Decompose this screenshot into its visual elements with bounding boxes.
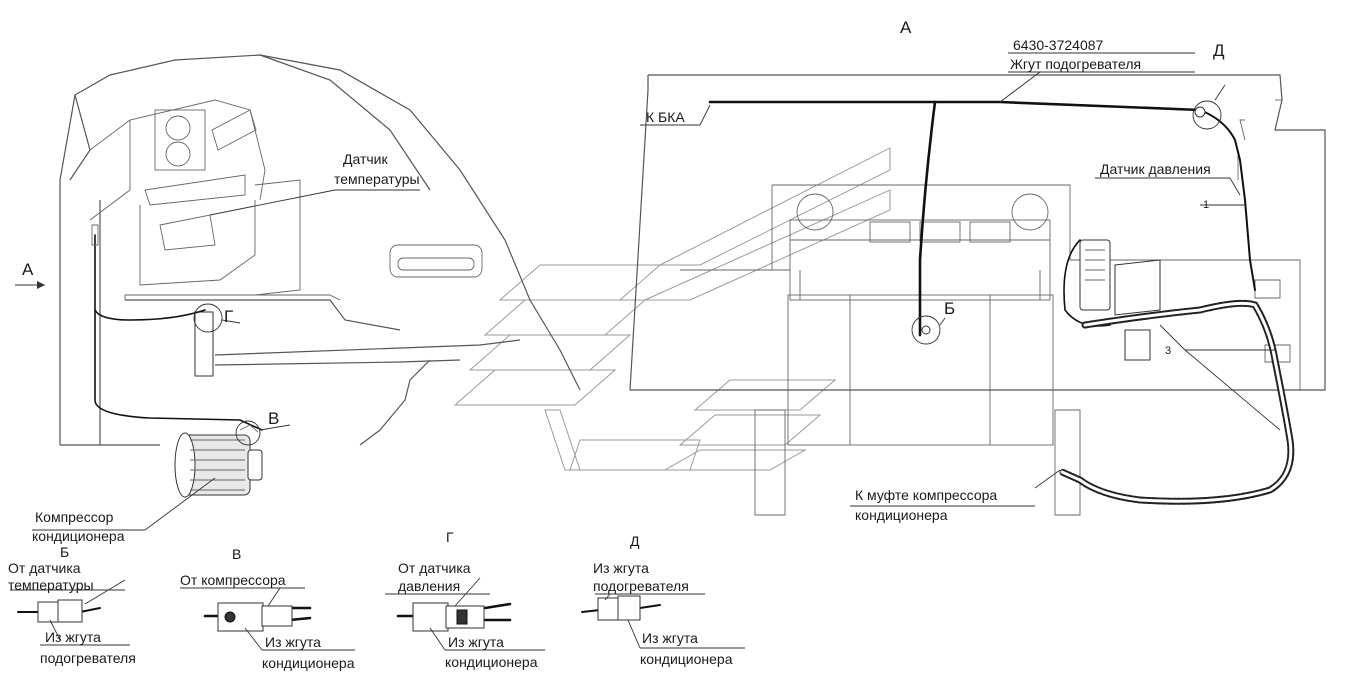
frame-top-view bbox=[629, 74, 1326, 516]
view-a-side-label: А bbox=[22, 260, 34, 279]
callout-v-circle bbox=[235, 420, 261, 446]
pressure-sensor-label: Датчик давления bbox=[1100, 161, 1211, 177]
callout-g-label: Г bbox=[224, 307, 233, 326]
detail-v-bottom-2: кондиционера bbox=[262, 655, 355, 671]
detail-g-connector bbox=[385, 577, 545, 651]
detail-g-title: Г bbox=[446, 529, 454, 545]
ac-harness-corrugated bbox=[1058, 299, 1295, 505]
temp-sensor-label-2: температуры bbox=[334, 171, 420, 187]
callout-v-label: В bbox=[268, 409, 279, 428]
detail-d-bottom-2: кондиционера bbox=[640, 651, 733, 667]
callout-v-leader bbox=[259, 424, 291, 431]
detail-g-bottom-1: Из жгута bbox=[448, 634, 504, 650]
detail-v-top-1: От компрессора bbox=[180, 572, 286, 588]
callout-g-leader bbox=[221, 319, 241, 324]
view-arrow-head bbox=[37, 281, 45, 289]
compressor-part bbox=[174, 424, 263, 498]
detail-b-connector bbox=[10, 579, 130, 646]
callout-g-circle bbox=[193, 303, 223, 333]
detail-b-bottom-2: подогревателя bbox=[40, 650, 136, 666]
detail-v-connector bbox=[180, 587, 355, 651]
detail-g-top-2: давления bbox=[398, 578, 460, 594]
callout-b-label: Б bbox=[944, 299, 955, 318]
compressor-label-1: Компрессор bbox=[35, 509, 114, 525]
detail-g-bottom-2: кондиционера bbox=[445, 654, 538, 670]
part-number-3: 3 bbox=[1165, 345, 1171, 357]
detail-v-title: В bbox=[232, 546, 241, 562]
detail-g-top-1: От датчика bbox=[398, 560, 471, 576]
cab-side-view bbox=[59, 54, 581, 446]
clutch-label-2: кондиционера bbox=[855, 507, 948, 523]
detail-d-bottom-1: Из жгута bbox=[642, 630, 698, 646]
detail-b-bottom-1: Из жгута bbox=[45, 629, 101, 645]
view-a-title: А bbox=[900, 18, 912, 37]
detail-v-bottom-1: Из жгута bbox=[265, 634, 321, 650]
callout-d-label: Д bbox=[1213, 41, 1225, 60]
detail-d-connector bbox=[581, 593, 745, 649]
detail-b-top-1: От датчика bbox=[8, 560, 81, 576]
detail-b-top-2: температуры bbox=[8, 577, 94, 593]
compressor-label-2: кондиционера bbox=[32, 528, 125, 544]
temp-sensor-label-1: Датчик bbox=[343, 151, 388, 167]
clutch-label-1: К муфте компрессора bbox=[855, 487, 997, 503]
detail-d-title: Д bbox=[630, 533, 640, 549]
compressor-leader bbox=[144, 477, 216, 531]
heater-harness-label: Жгут подогревателя bbox=[1010, 56, 1141, 72]
detail-d-top-1: Из жгута bbox=[593, 560, 649, 576]
top-view-callouts bbox=[640, 52, 1281, 507]
pressure-sensor-part bbox=[1079, 239, 1161, 361]
part-number-label: 6430-3724087 bbox=[1013, 37, 1104, 53]
to-bka-label: К БКА bbox=[646, 109, 685, 125]
watermark-logo bbox=[453, 147, 891, 471]
temp-sensor-leader bbox=[209, 189, 336, 216]
part-number-1: 1 bbox=[1203, 199, 1209, 211]
detail-d-top-2: подогревателя bbox=[593, 578, 689, 594]
side-cable bbox=[91, 224, 263, 431]
detail-b-title: Б bbox=[60, 544, 69, 560]
